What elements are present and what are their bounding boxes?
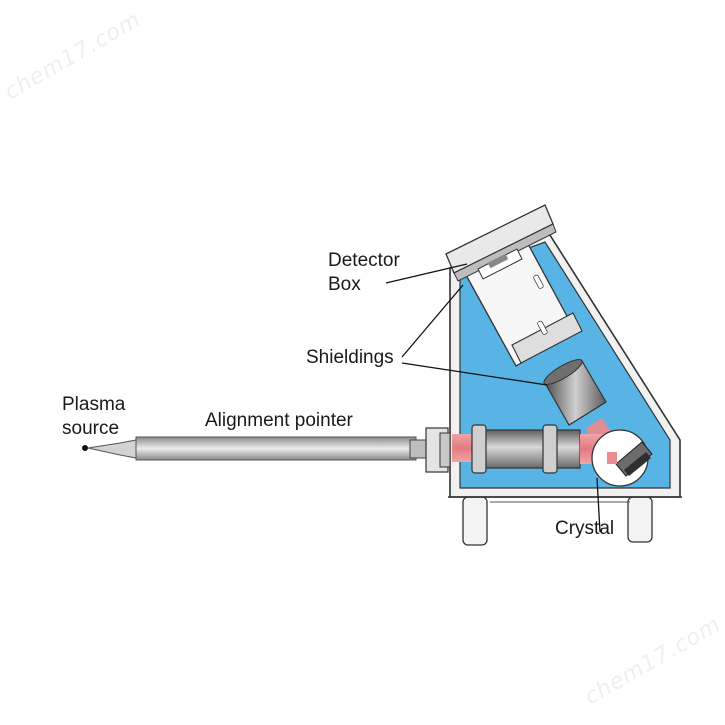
plasma-source-label-line1: Plasma xyxy=(62,394,126,415)
shieldings-label: Shieldings xyxy=(306,347,394,368)
watermark-bottom: chem17.com xyxy=(581,612,725,710)
upper-shielding xyxy=(543,359,607,426)
crystal-assembly xyxy=(591,429,653,487)
detector-box-label: Detector Box xyxy=(328,249,400,297)
alignment-pointer xyxy=(87,427,451,473)
plasma-source-dot xyxy=(82,445,88,451)
plasma-source-label: Plasma source xyxy=(62,393,125,441)
support-feet xyxy=(462,496,653,546)
leader-lines xyxy=(385,263,601,533)
detector-box xyxy=(445,204,557,282)
watermark-top: chem17.com xyxy=(1,7,146,105)
alignment-pointer-label: Alignment pointer xyxy=(205,410,353,431)
plasma-source-label-line2: source xyxy=(62,418,120,439)
detector-box-label-line2: Box xyxy=(328,274,361,295)
detector-arm xyxy=(465,243,583,367)
detector-box-label-line1: Detector xyxy=(328,250,400,271)
crystal-label: Crystal xyxy=(555,518,615,539)
